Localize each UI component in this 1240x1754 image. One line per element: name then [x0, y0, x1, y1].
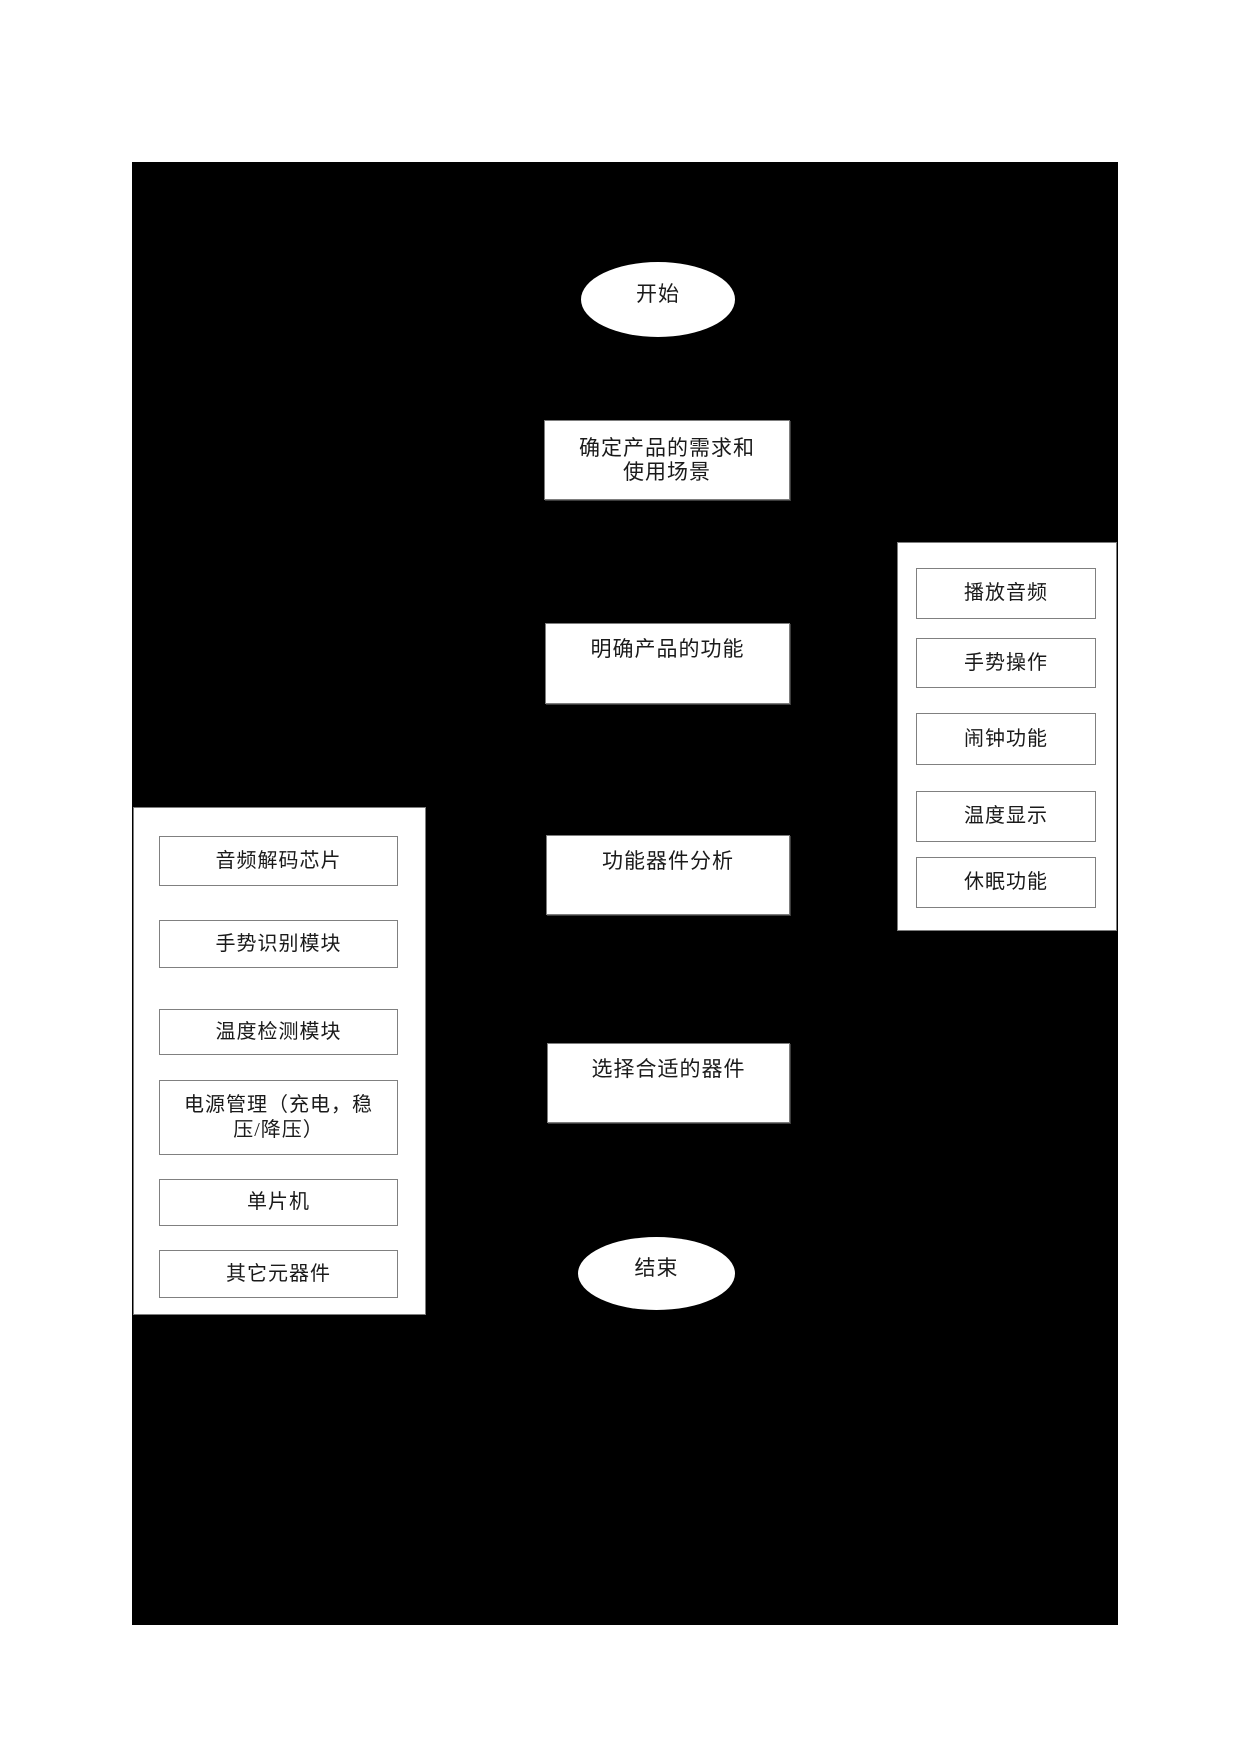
function-item: 温度显示 — [916, 791, 1096, 842]
components-panel: 音频解码芯片 手势识别模块 温度检测模块 电源管理（充电，稳 压/降压） 单片机… — [133, 807, 426, 1315]
component-item: 温度检测模块 — [159, 1009, 398, 1055]
component-item: 其它元器件 — [159, 1250, 398, 1298]
function-item: 播放音频 — [916, 568, 1096, 619]
end-node: 结束 — [578, 1237, 735, 1310]
component-item: 单片机 — [159, 1179, 398, 1226]
step-analysis-node: 功能器件分析 — [546, 835, 790, 915]
function-item: 闹钟功能 — [916, 713, 1096, 765]
step-requirements-node: 确定产品的需求和 使用场景 — [544, 420, 790, 500]
component-item: 音频解码芯片 — [159, 836, 398, 886]
function-item: 手势操作 — [916, 638, 1096, 688]
function-item: 休眠功能 — [916, 857, 1096, 908]
flowchart-canvas: 开始 确定产品的需求和 使用场景 明确产品的功能 功能器件分析 选择合适的器件 … — [132, 162, 1118, 1625]
functions-panel: 播放音频 手势操作 闹钟功能 温度显示 休眠功能 — [897, 542, 1117, 931]
component-item: 电源管理（充电，稳 压/降压） — [159, 1080, 398, 1155]
step-functions-node: 明确产品的功能 — [545, 623, 790, 704]
component-item: 手势识别模块 — [159, 920, 398, 968]
start-node: 开始 — [581, 262, 735, 337]
step-selection-node: 选择合适的器件 — [547, 1043, 790, 1123]
